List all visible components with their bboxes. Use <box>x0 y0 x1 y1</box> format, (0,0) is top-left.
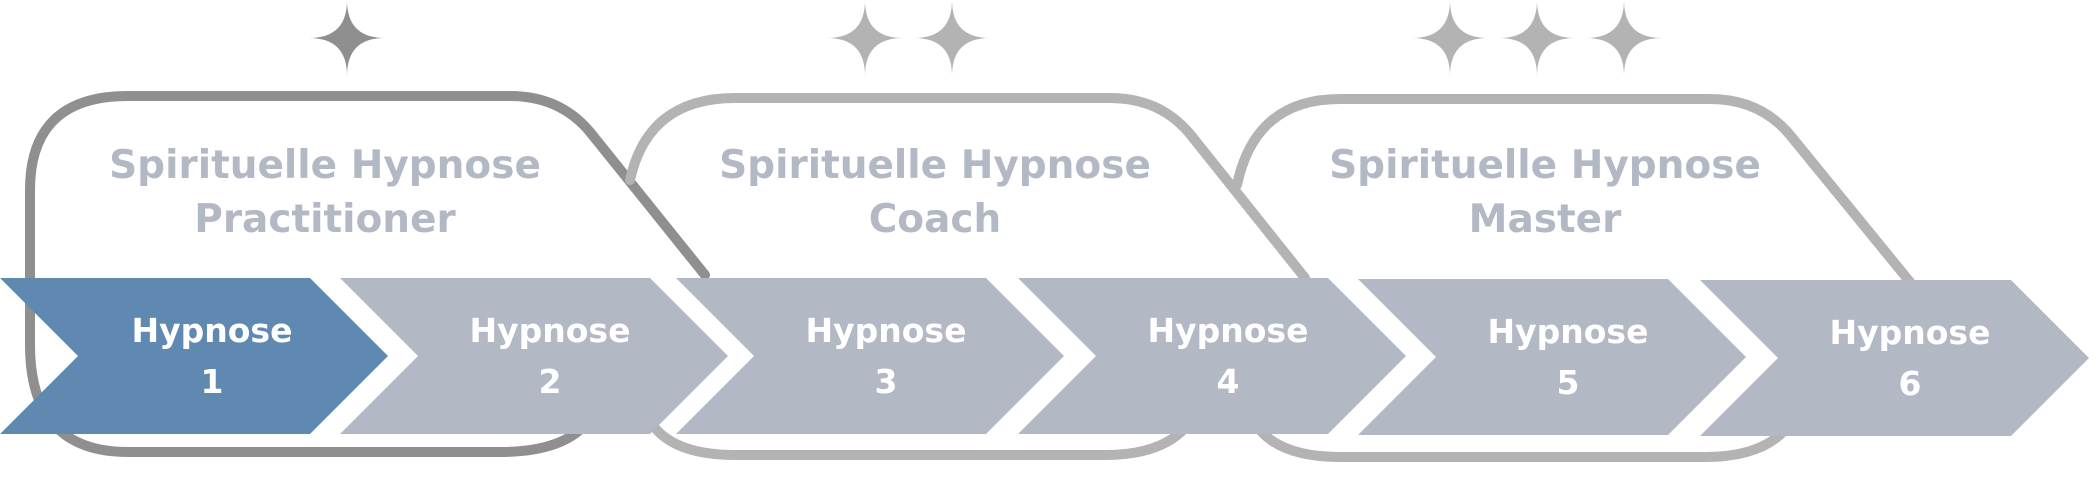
level-title-line1: Spirituelle Hypnose <box>1329 143 1761 188</box>
level-title-line1: Spirituelle Hypnose <box>719 143 1151 188</box>
step-1-label: Hypnose <box>132 311 293 350</box>
step-2-number: 2 <box>539 362 562 401</box>
four-point-star-icon <box>1412 0 1488 76</box>
step-1: Hypnose 1 <box>0 278 388 434</box>
four-point-star-icon <box>1586 0 1662 76</box>
level-card-outline <box>25 91 710 350</box>
level-title-line2: Master <box>1469 197 1622 242</box>
step-4-chevron <box>1018 278 1406 434</box>
step-6-chevron <box>1700 280 2089 436</box>
level-card-outline <box>1255 425 1790 462</box>
step-5-number: 5 <box>1557 363 1580 402</box>
four-point-star-icon <box>827 0 903 76</box>
step-3-label: Hypnose <box>806 311 967 350</box>
level-title-line1: Spirituelle Hypnose <box>109 143 541 188</box>
level-title-line2: Coach <box>869 197 1002 242</box>
level-card-outline <box>625 93 1310 283</box>
step-3: Hypnose 3 <box>676 278 1064 434</box>
step-4-number: 4 <box>1217 362 1240 401</box>
level-stars-coach <box>827 0 990 76</box>
step-5: Hypnose 5 <box>1358 279 1746 435</box>
step-3-chevron <box>676 278 1064 434</box>
level-title-line2: Practitioner <box>194 197 456 242</box>
level-card-master: Spirituelle Hypnose Master <box>1232 94 1915 462</box>
step-5-label: Hypnose <box>1488 312 1649 351</box>
level-card-outline <box>25 340 590 457</box>
step-1-chevron <box>0 278 388 434</box>
step-6-number: 6 <box>1899 364 1922 403</box>
four-point-star-icon <box>1499 0 1575 76</box>
level-stars-practitioner <box>309 0 385 76</box>
step-4: Hypnose 4 <box>1018 278 1406 434</box>
step-3-number: 3 <box>875 362 898 401</box>
level-card-outline <box>1232 94 1915 287</box>
step-6-label: Hypnose <box>1830 313 1991 352</box>
step-2-chevron <box>340 278 728 434</box>
level-card-coach: Spirituelle Hypnose Coach <box>625 93 1310 460</box>
step-1-number: 1 <box>201 362 224 401</box>
level-card-practitioner: Spirituelle Hypnose Practitioner <box>25 91 710 457</box>
level-card-outline <box>650 423 1190 460</box>
step-2: Hypnose 2 <box>340 278 728 434</box>
step-5-chevron <box>1358 279 1746 435</box>
four-point-star-icon <box>309 0 385 76</box>
level-stars-master <box>1412 0 1662 76</box>
step-2-label: Hypnose <box>470 311 631 350</box>
step-4-label: Hypnose <box>1148 311 1309 350</box>
step-6: Hypnose 6 <box>1700 280 2089 436</box>
four-point-star-icon <box>914 0 990 76</box>
